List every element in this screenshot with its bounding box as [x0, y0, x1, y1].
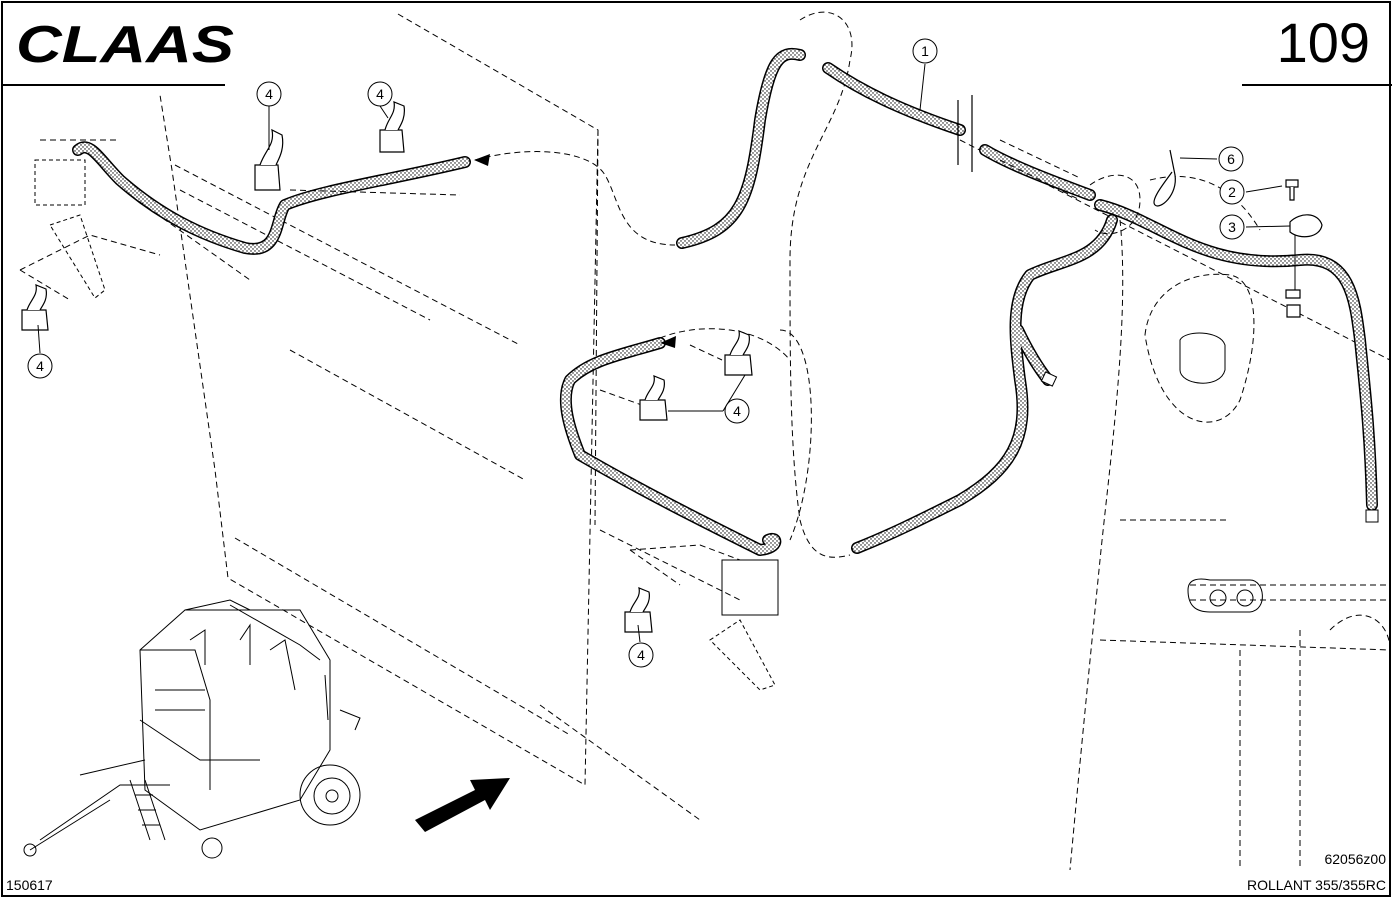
callout-4d-label: 4	[733, 403, 741, 419]
callout-4d-circle	[724, 398, 750, 424]
cable-direction-arrows	[474, 154, 676, 348]
callout-1-label: 1	[921, 43, 929, 59]
cable-continuation-lines	[129, 139, 1141, 409]
hose-clip-icons	[21, 101, 753, 633]
brand-logo-text: CLAAS	[16, 20, 234, 68]
machine-panel-outlines	[19, 11, 1391, 871]
callout-4b-label: 4	[376, 86, 384, 102]
drawing-code: 62056z00	[1324, 851, 1386, 867]
callout-balloons	[27, 38, 1245, 668]
callout-leader-lines	[37, 63, 1296, 643]
plug-connectors	[1040, 371, 1379, 523]
cable-tie-icon	[1153, 149, 1176, 207]
cable-break-marks	[957, 95, 973, 172]
callout-6-circle	[1218, 146, 1244, 172]
hardware-icons	[1153, 149, 1323, 318]
callout-4c-label: 4	[36, 358, 44, 374]
baler-thumbnail	[23, 599, 361, 859]
sheet-code: 150617	[6, 877, 53, 893]
callout-2-label: 2	[1228, 184, 1236, 200]
cable-harness-fill	[73, 49, 1377, 555]
screw-icon	[1285, 179, 1299, 188]
cable-harness-outline	[72, 47, 1378, 556]
header-rule-right	[1242, 84, 1392, 86]
page-number: 109	[1276, 11, 1370, 74]
rear-hinge	[1179, 332, 1263, 613]
model-name: ROLLANT 355/355RC	[1246, 877, 1386, 893]
callout-4c-circle	[27, 353, 53, 379]
callout-6-label: 6	[1227, 151, 1235, 167]
callout-2-circle	[1219, 179, 1245, 205]
view-direction-arrow	[415, 778, 510, 832]
bracket-left	[34, 159, 106, 299]
callout-4a-label: 4	[265, 86, 273, 102]
callout-4e-label: 4	[637, 647, 645, 663]
callout-4a-circle	[256, 81, 282, 107]
nut-icon	[1286, 304, 1301, 318]
washer-icon	[1285, 289, 1301, 299]
bracket-center	[709, 559, 779, 691]
callout-3-label: 3	[1228, 219, 1236, 235]
header-rule-left	[1, 84, 225, 86]
screw-shank-icon	[1289, 187, 1295, 201]
callout-4e-circle	[628, 642, 654, 668]
callout-labels: 1 6 2 3 4 4 4 4 4	[36, 43, 1236, 663]
callout-4b-circle	[367, 81, 393, 107]
callout-1-circle	[912, 38, 938, 64]
callout-3-circle	[1219, 214, 1245, 240]
cable-clamp-icon	[1289, 214, 1323, 238]
brand-logo: CLAAS	[16, 20, 234, 68]
